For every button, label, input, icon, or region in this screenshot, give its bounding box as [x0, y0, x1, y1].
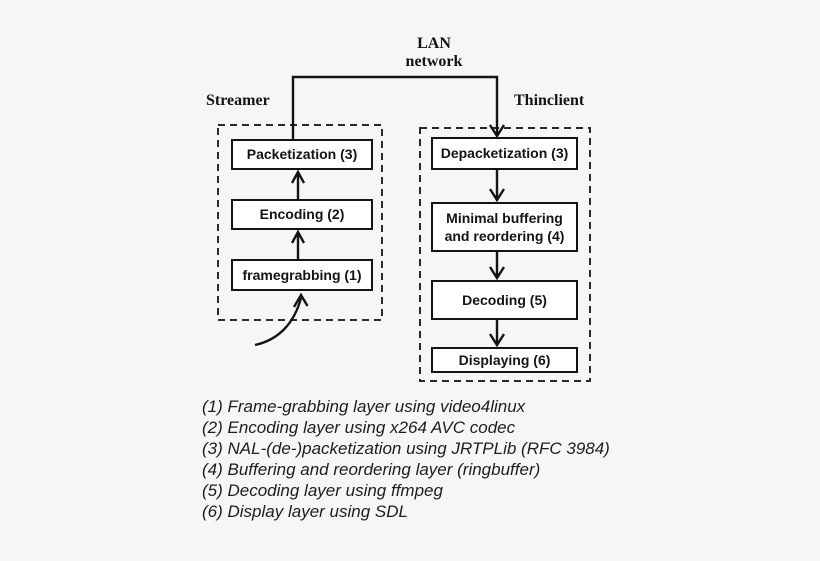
thinclient-group-outline [419, 127, 591, 382]
legend: (1) Frame-grabbing layer using video4lin… [202, 396, 610, 522]
box-minimal-buffering: Minimal buffering and reordering (4) [431, 202, 578, 252]
box-minimal-buffering-label: Minimal buffering and reordering (4) [444, 209, 565, 244]
legend-item: (4) Buffering and reordering layer (ring… [202, 460, 541, 479]
legend-item: (3) NAL-(de-)packetization using JRTPLib… [202, 439, 610, 458]
legend-item: (5) Decoding layer using ffmpeg [202, 481, 443, 500]
box-framegrabbing: framegrabbing (1) [231, 259, 373, 291]
box-framegrabbing-label: framegrabbing (1) [242, 266, 362, 283]
lan-network-label: LAN network [384, 35, 484, 71]
box-displaying: Displaying (6) [431, 347, 578, 373]
arrow-framegrabbing-to-encoding [290, 229, 306, 259]
lan-label-line1: LAN [417, 35, 451, 52]
box-encoding: Encoding (2) [231, 199, 373, 230]
lan-connection-line [291, 75, 499, 140]
arrow-depacketization-to-buffering [488, 170, 506, 203]
legend-item: (1) Frame-grabbing layer using video4lin… [202, 397, 526, 416]
thinclient-title: Thinclient [514, 92, 585, 109]
arrow-decoding-to-displaying [488, 320, 506, 348]
box-packetization-label: Packetization (3) [246, 146, 358, 163]
box-encoding-label: Encoding (2) [259, 206, 345, 223]
box-depacketization: Depacketization (3) [431, 137, 578, 170]
streamer-title: Streamer [206, 92, 270, 109]
box-decoding: Decoding (5) [431, 280, 578, 320]
box-depacketization-label: Depacketization (3) [440, 145, 569, 162]
box-displaying-label: Displaying (6) [458, 351, 551, 368]
legend-item: (6) Display layer using SDL [202, 502, 408, 521]
lan-label-line2: network [405, 53, 463, 70]
camera-input-arrow [254, 292, 309, 347]
box-packetization: Packetization (3) [231, 139, 373, 170]
arrow-buffering-to-decoding [488, 252, 506, 281]
legend-item: (2) Encoding layer using x264 AVC codec [202, 418, 516, 437]
arrow-encoding-to-packetization [290, 169, 306, 199]
lan-arrowhead-icon [488, 124, 506, 139]
box-decoding-label: Decoding (5) [462, 291, 547, 308]
